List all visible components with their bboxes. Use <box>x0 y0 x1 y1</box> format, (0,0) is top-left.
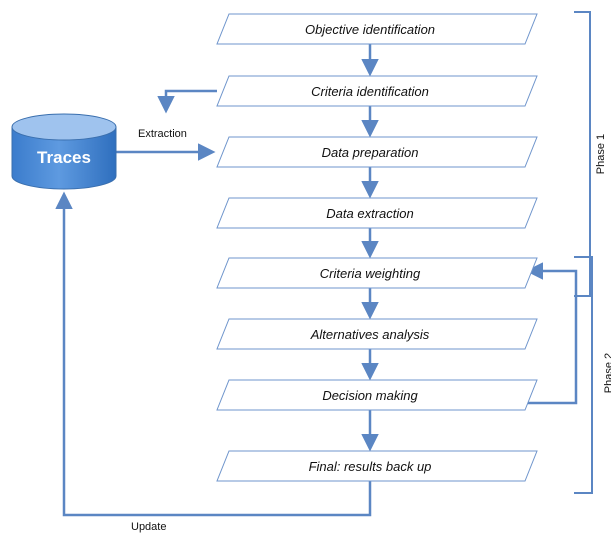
step-box-shape <box>216 136 538 168</box>
step-box-shape <box>216 379 538 411</box>
step-label: Data extraction <box>326 206 413 221</box>
feedback-arrow <box>525 262 578 405</box>
step-box: Criteria weighting <box>216 257 538 289</box>
step-label: Alternatives analysis <box>310 327 430 342</box>
step-box-shape <box>216 197 538 229</box>
traces-database: Traces <box>11 113 117 190</box>
step-label: Data preparation <box>322 145 419 160</box>
step-box: Objective identification <box>216 13 538 45</box>
phase-brackets: Phase 1 Phase 2 <box>574 11 611 494</box>
step-box-shape <box>216 318 538 350</box>
step-box: Alternatives analysis <box>216 318 538 350</box>
phase2-bracket <box>574 256 593 494</box>
step-box-shape <box>216 450 538 482</box>
database-top <box>11 113 117 141</box>
step-label: Objective identification <box>305 22 435 37</box>
step-box-shape <box>216 257 538 289</box>
phase1-bracket <box>574 11 591 297</box>
database-label: Traces <box>37 148 91 167</box>
step-box-shape <box>216 75 538 107</box>
update-label: Update <box>131 521 166 533</box>
extraction-label: Extraction <box>138 128 187 140</box>
step-box: Data preparation <box>216 136 538 168</box>
step-box-shape <box>216 13 538 45</box>
step-box: Data extraction <box>216 197 538 229</box>
step-label: Criteria identification <box>311 84 429 99</box>
step-box: Criteria identification <box>216 75 538 107</box>
database-cylinder-icon <box>11 126 117 190</box>
step-label: Criteria weighting <box>320 266 421 281</box>
phase1-label: Phase 1 <box>595 134 607 174</box>
criteria-branch-arrow <box>157 89 217 114</box>
step-box: Decision making <box>216 379 538 411</box>
update-arrow <box>55 191 372 517</box>
step-box: Final: results back up <box>216 450 538 482</box>
step-label: Decision making <box>322 388 418 403</box>
phase2-label: Phase 2 <box>603 353 611 393</box>
connectors <box>55 44 578 517</box>
step-label: Final: results back up <box>309 459 432 474</box>
